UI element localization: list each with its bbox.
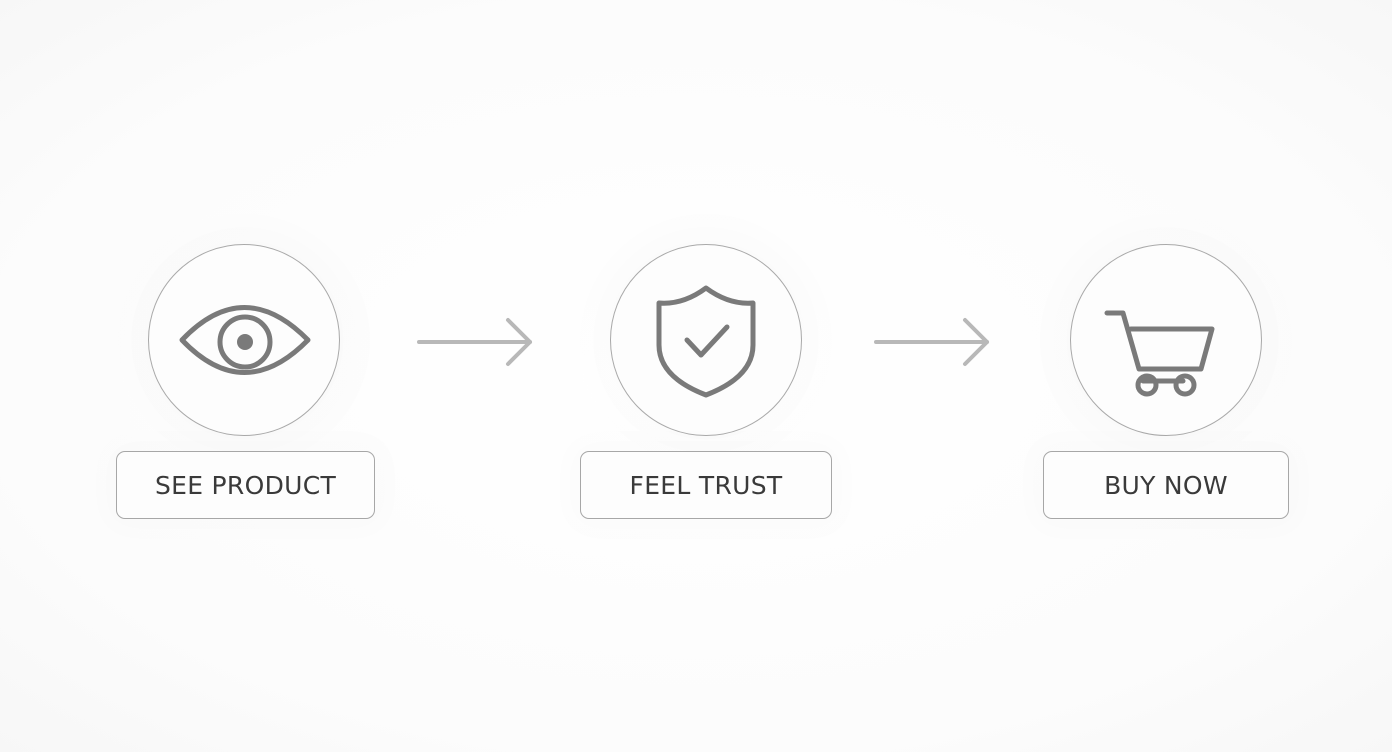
step-feel-trust: FEEL TRUST bbox=[580, 244, 832, 524]
step-label: BUY NOW bbox=[1043, 451, 1289, 519]
step-circle bbox=[610, 244, 802, 436]
shield-check-icon bbox=[656, 285, 756, 398]
shopping-cart-icon bbox=[1104, 310, 1215, 397]
step-circle bbox=[1070, 244, 1262, 436]
step-see-product: SEE PRODUCT bbox=[116, 244, 376, 524]
arrow-right-icon bbox=[874, 318, 989, 366]
step-label: SEE PRODUCT bbox=[116, 451, 375, 519]
step-label: FEEL TRUST bbox=[580, 451, 832, 519]
step-circle bbox=[148, 244, 340, 436]
eye-icon bbox=[179, 305, 311, 375]
arrow-right-icon bbox=[417, 318, 532, 366]
step-buy-now: BUY NOW bbox=[1043, 244, 1289, 524]
